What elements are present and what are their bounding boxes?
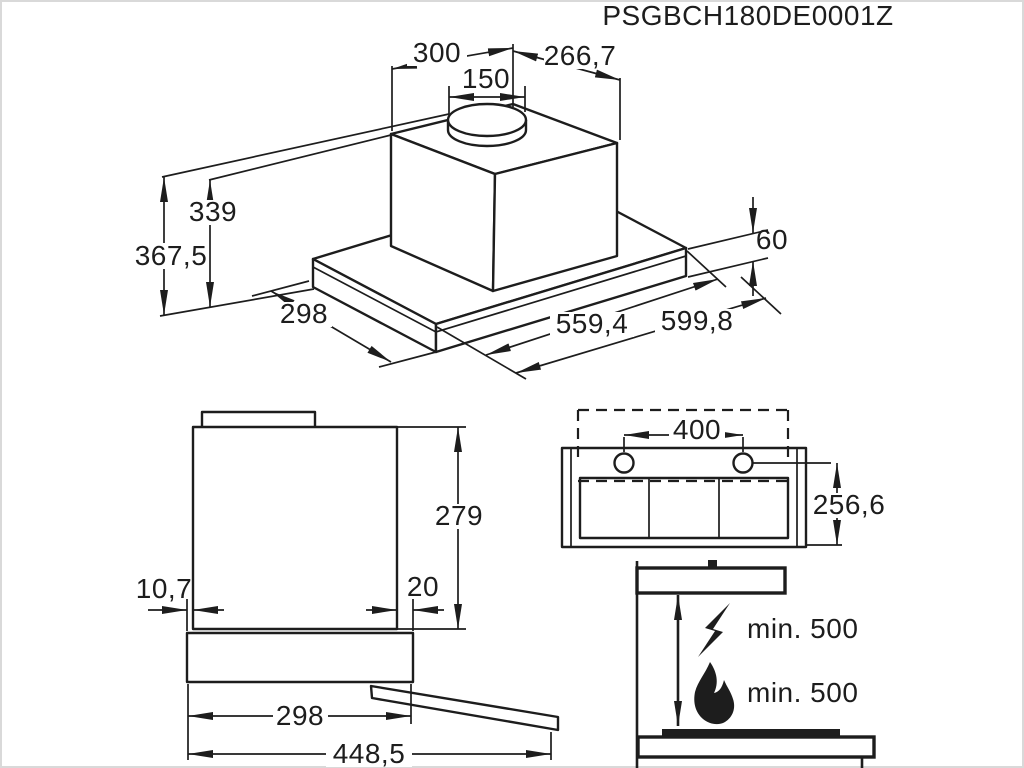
isometric-view: 300 266,7 150 339 367,5 60 298 559,4 599… [135, 37, 788, 380]
ref-line-total-height [161, 113, 450, 178]
cooktop-surface [662, 729, 840, 737]
label-duct-diameter: 150 [462, 63, 510, 94]
front-view: 400 256,6 [560, 408, 886, 549]
label-rear-offset: 20 [407, 571, 439, 602]
mounting-hole-right [732, 452, 754, 474]
label-base-thickness: 60 [756, 224, 788, 255]
hood-tab [708, 560, 717, 568]
label-side-height: 279 [435, 500, 483, 531]
hood-bottom-profile [635, 566, 787, 595]
label-total-width: 599,8 [661, 305, 734, 336]
clearance-diagram: min. 500 min. 500 [635, 560, 876, 768]
duct-stub [200, 410, 317, 429]
label-hole-spacing: 400 [673, 414, 721, 445]
ref-line-body-height [208, 134, 392, 181]
label-gas-clearance: min. 500 [747, 677, 858, 708]
label-extended-depth: 448,5 [333, 738, 406, 768]
label-side-depth: 298 [276, 700, 324, 731]
label-body-height: 339 [189, 196, 237, 227]
label-panel-height: 256,6 [813, 489, 886, 520]
body-outline [191, 425, 399, 631]
model-code-title: PSGBCH180DE0001Z [602, 0, 893, 31]
mounting-hole-left [613, 452, 635, 474]
label-electric-clearance: min. 500 [747, 613, 858, 644]
label-top-depth: 300 [413, 37, 461, 68]
label-front-offset: 10,7 [136, 573, 193, 604]
side-view: 279 10,7 20 298 448,5 [136, 410, 560, 768]
duct-collar [446, 102, 528, 148]
label-base-depth: 298 [280, 298, 328, 329]
label-inner-width: 559,4 [556, 308, 629, 339]
lightning-bolt-icon [698, 603, 730, 657]
label-top-width: 266,7 [544, 40, 617, 71]
counter-outline [636, 735, 876, 759]
base-outline [185, 631, 415, 684]
filter-area [578, 476, 790, 540]
pullout-flap [369, 684, 560, 732]
label-total-height: 367,5 [135, 240, 208, 271]
flame-icon [694, 662, 735, 725]
